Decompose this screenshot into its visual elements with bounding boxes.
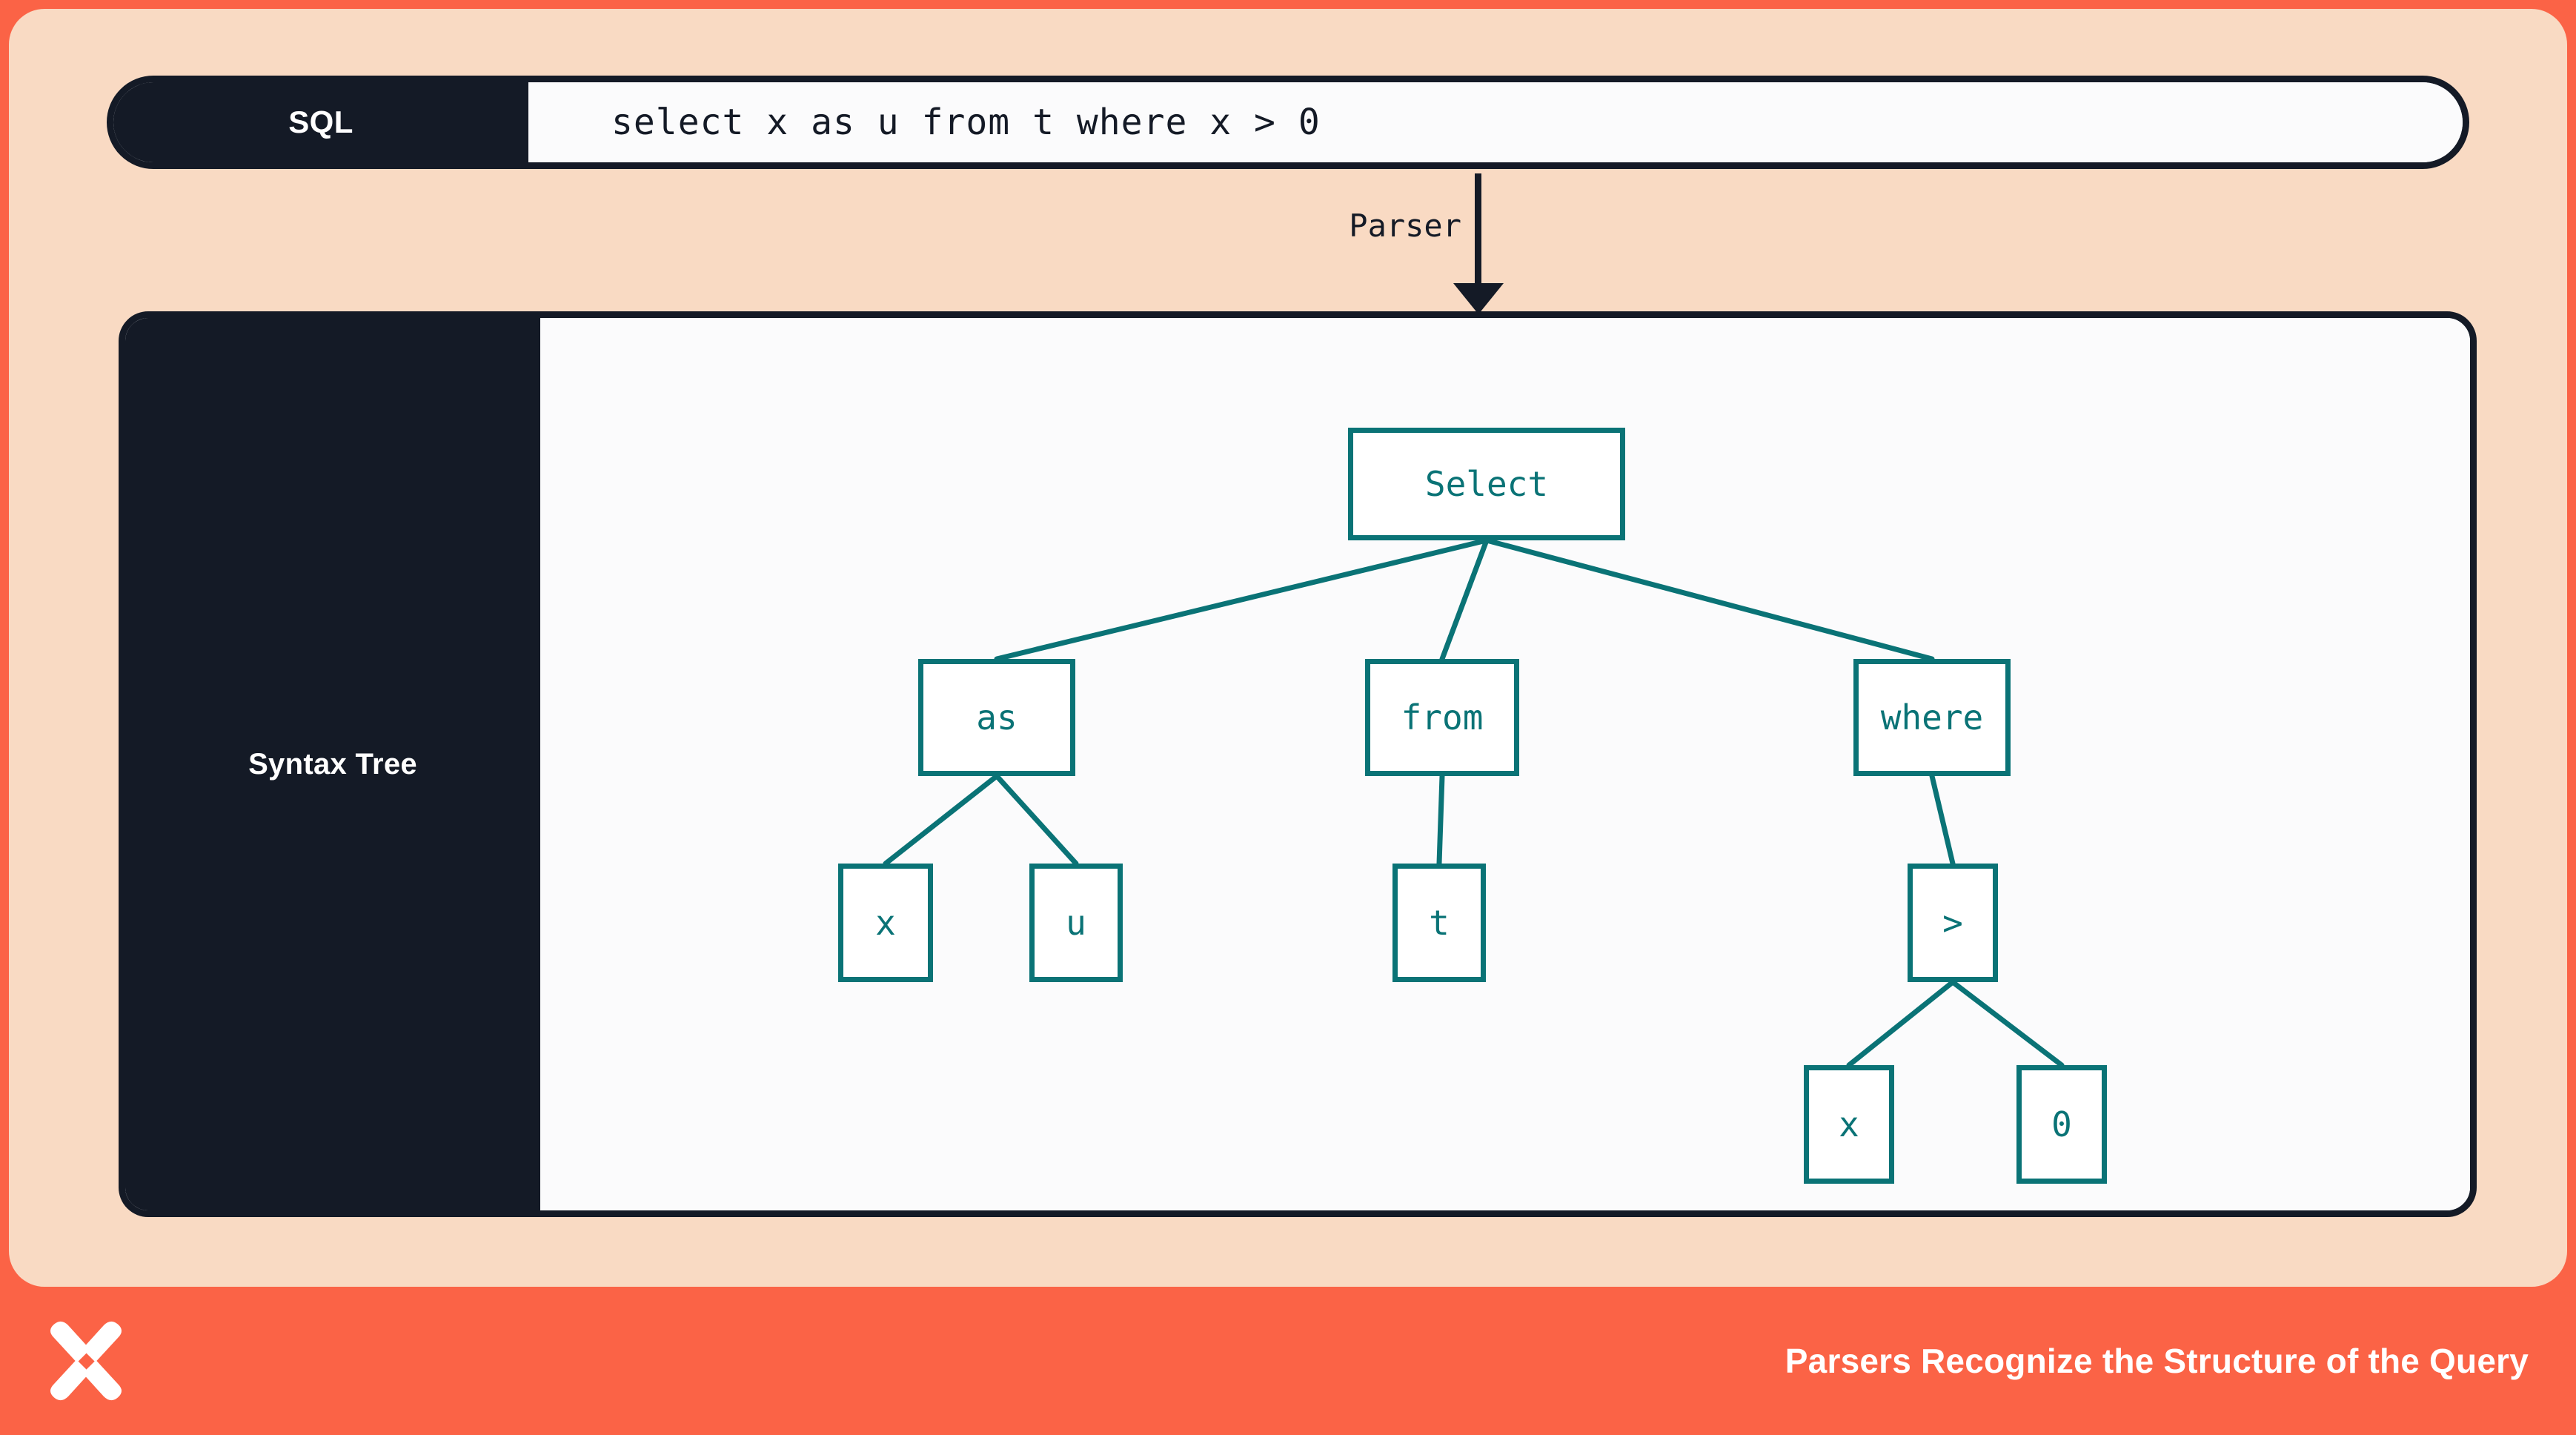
sql-query-text[interactable]: select x as u from t where x > 0 xyxy=(528,82,2463,162)
tree-edge-where-to-gt xyxy=(1929,773,1956,866)
tree-node-gt-x[interactable]: x xyxy=(1804,1065,1894,1184)
x-mark-logo-icon xyxy=(50,1321,122,1401)
footer-bar: Parsers Recognize the Structure of the Q… xyxy=(0,1287,2576,1435)
tree-node-from-t[interactable]: t xyxy=(1392,864,1486,982)
tree-edge-from-to-from-t xyxy=(1436,773,1445,866)
tree-edge-select-to-from xyxy=(1439,537,1490,662)
tree-node-label: from xyxy=(1401,697,1484,738)
tree-node-label: x xyxy=(875,903,896,943)
footer-tagline: Parsers Recognize the Structure of the Q… xyxy=(1785,1342,2529,1380)
sql-row-label: SQL xyxy=(113,82,528,162)
tree-node-select[interactable]: Select xyxy=(1348,428,1625,540)
parser-label: Parser xyxy=(1349,208,1461,244)
tree-edges-layer xyxy=(883,537,2065,1068)
tree-edge-gt-to-gt-x xyxy=(1846,979,1956,1068)
slide-canvas: SQL select x as u from t where x > 0 Par… xyxy=(9,9,2567,1287)
tree-edge-gt-to-gt-0 xyxy=(1950,979,2065,1068)
tree-edge-select-to-where xyxy=(1484,537,1935,662)
tree-node-label: t xyxy=(1429,903,1450,943)
tree-node-label: as xyxy=(976,697,1018,738)
tree-edge-as-to-as-x xyxy=(883,773,1000,866)
syntax-tree-canvas: Select as from where x u t > x 0 xyxy=(540,318,2470,1210)
tree-node-where[interactable]: where xyxy=(1853,659,2011,776)
tree-node-label: u xyxy=(1066,903,1086,943)
tree-edge-as-to-as-u xyxy=(994,773,1079,866)
syntax-tree-panel: Syntax Tree Select as from where x u t > x 0 xyxy=(119,311,2477,1217)
tree-edge-select-to-as xyxy=(994,537,1490,662)
tree-node-gt[interactable]: > xyxy=(1908,864,1998,982)
tree-node-as-u[interactable]: u xyxy=(1029,864,1123,982)
sql-input-row: SQL select x as u from t where x > 0 xyxy=(107,76,2469,169)
tree-node-as[interactable]: as xyxy=(918,659,1075,776)
tree-node-label: > xyxy=(1942,903,1963,943)
parser-transform-group: Parser xyxy=(1298,173,1610,314)
tree-node-as-x[interactable]: x xyxy=(838,864,933,982)
tree-node-label: x xyxy=(1839,1104,1859,1144)
tree-node-label: where xyxy=(1880,697,1984,738)
tree-node-label: Select xyxy=(1424,464,1549,504)
tree-node-gt-0[interactable]: 0 xyxy=(2016,1065,2107,1184)
arrow-head-icon xyxy=(1453,283,1504,314)
tree-node-from[interactable]: from xyxy=(1365,659,1519,776)
syntax-tree-label: Syntax Tree xyxy=(125,318,540,1210)
tree-node-label: 0 xyxy=(2051,1104,2072,1144)
arrow-down-icon xyxy=(1475,173,1481,286)
